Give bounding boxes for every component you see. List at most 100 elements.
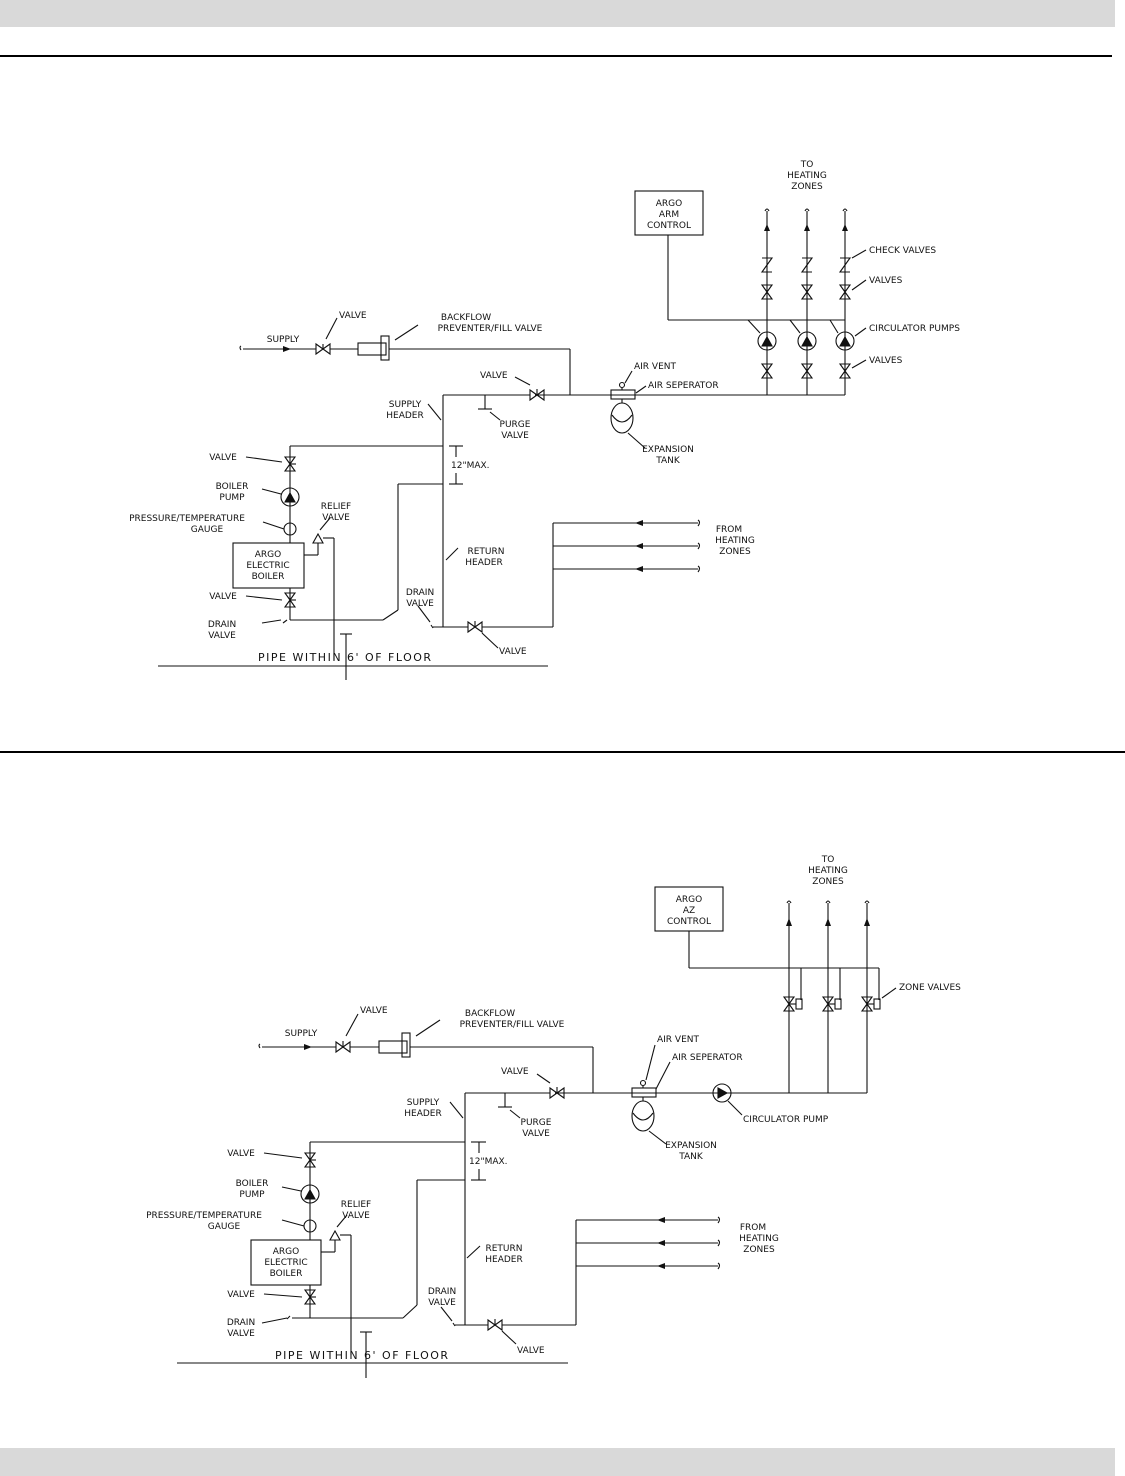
zone-riser-3 xyxy=(860,900,881,1093)
relief-valve-label-2: VALVE xyxy=(322,513,350,523)
header-band xyxy=(0,0,1115,27)
check-valve-icon xyxy=(800,257,814,273)
flow-arrow-icon xyxy=(825,918,831,926)
expansion-tank-label-2: TANK xyxy=(678,1152,704,1162)
gauge-label-1: PRESSURE/TEMPERATURE xyxy=(146,1211,262,1221)
boiler-label-2: ELECTRIC xyxy=(246,561,289,571)
to-zones-label-3: ZONES xyxy=(791,182,823,192)
purge-valve-label-2: VALVE xyxy=(522,1129,550,1139)
supply-valve-icon xyxy=(315,342,331,356)
circulator-pump-label: CIRCULATOR PUMP xyxy=(743,1115,829,1125)
gauge-label-2: GAUGE xyxy=(191,525,224,535)
supply-header-label-1: SUPPLY xyxy=(389,400,422,410)
arm-control-label-2: ARM xyxy=(659,210,679,220)
diagram-arm-control: ARGO ARM CONTROL TO HEATING ZONES xyxy=(129,160,960,680)
valve-icon xyxy=(838,363,852,379)
circulator-pump-icon xyxy=(835,331,855,351)
zone-valve-icon xyxy=(821,996,835,1012)
drain-right-label-2: VALVE xyxy=(406,599,434,609)
zone-valve-icon xyxy=(860,996,874,1012)
to-zones-label-3: ZONES xyxy=(812,877,844,887)
arm-control-label-1: ARGO xyxy=(656,199,682,209)
supply-label: SUPPLY xyxy=(267,335,300,345)
check-valve-icon xyxy=(838,257,852,273)
divider-middle xyxy=(0,751,1125,753)
return-valve-icon xyxy=(487,1318,503,1332)
boiler-valve-label: VALVE xyxy=(227,1149,255,1159)
zone-riser-2 xyxy=(797,208,817,395)
supply-valve-label: VALVE xyxy=(360,1006,388,1016)
boiler-supply-valve-icon xyxy=(283,456,297,472)
arm-control-box xyxy=(634,190,704,236)
zone-riser-3 xyxy=(835,208,855,395)
valve-icon xyxy=(800,284,814,300)
az-control-label-1: ARGO xyxy=(676,895,702,905)
main-valve-label: VALVE xyxy=(480,371,508,381)
gauge-label-2: GAUGE xyxy=(208,1222,241,1232)
zone-riser-1 xyxy=(757,208,777,395)
purge-valve-label-2: VALVE xyxy=(501,431,529,441)
supply-header-label-2: HEADER xyxy=(404,1109,441,1119)
boiler-bottom-valve-label: VALVE xyxy=(209,592,237,602)
zone-valves-label: ZONE VALVES xyxy=(899,983,961,993)
valves-upper-label: VALVES xyxy=(869,276,903,286)
boiler-pump-label-2: PUMP xyxy=(219,493,245,503)
to-zones-label-1: TO xyxy=(821,855,835,865)
supply-label: SUPPLY xyxy=(285,1029,318,1039)
from-zones-label-2: HEATING xyxy=(715,536,755,546)
to-zones-label-2: HEATING xyxy=(787,171,827,181)
max-spacing-label: 12"MAX. xyxy=(469,1157,508,1167)
electric-boiler-box xyxy=(232,542,305,589)
boiler-pump-label-1: BOILER xyxy=(236,1179,269,1189)
flow-arrow-icon xyxy=(804,224,810,231)
valves-lower-label: VALVES xyxy=(869,356,903,366)
boiler-return-valve-icon xyxy=(303,1289,317,1305)
backflow-label-1: BACKFLOW xyxy=(465,1009,515,1019)
supply-header-label-1: SUPPLY xyxy=(407,1098,440,1108)
flow-arrow-icon xyxy=(786,918,792,926)
air-vent-label: AIR VENT xyxy=(657,1035,700,1045)
main-valve-label: VALVE xyxy=(501,1067,529,1077)
zone-riser-2 xyxy=(821,900,842,1093)
from-zones-label-3: ZONES xyxy=(743,1245,775,1255)
valve-icon xyxy=(838,284,852,300)
backflow-label-2: PREVENTER/FILL VALVE xyxy=(460,1020,565,1030)
valve-icon xyxy=(800,363,814,379)
air-vent-icon xyxy=(639,1079,647,1087)
from-zones-label-1: FROM xyxy=(716,525,742,535)
relief-valve-icon xyxy=(312,532,324,544)
circulator-pump-icon xyxy=(797,331,817,351)
flow-arrow-icon xyxy=(864,918,870,926)
boiler-label-3: BOILER xyxy=(252,572,285,582)
boiler-pump-icon xyxy=(300,1184,320,1204)
check-valve-icon xyxy=(760,257,774,273)
az-control-label-2: AZ xyxy=(683,906,695,916)
gauge-label-1: PRESSURE/TEMPERATURE xyxy=(129,514,245,524)
drain-left-label-1: DRAIN xyxy=(227,1318,255,1328)
valve-icon xyxy=(760,284,774,300)
air-separator-icon xyxy=(610,389,636,400)
drain-right-label-2: VALVE xyxy=(428,1298,456,1308)
return-valve-label: VALVE xyxy=(517,1346,545,1356)
expansion-tank-label-1: EXPANSION xyxy=(642,445,694,455)
backflow-label-2: PREVENTER/FILL VALVE xyxy=(438,324,543,334)
boiler-label-2: ELECTRIC xyxy=(264,1258,307,1268)
air-vent-label: AIR VENT xyxy=(634,362,677,372)
boiler-label-3: BOILER xyxy=(270,1269,303,1279)
backflow-preventer-icon xyxy=(357,342,387,356)
zone-valve-icon xyxy=(782,996,796,1012)
relief-valve-label-2: VALVE xyxy=(342,1211,370,1221)
from-zones-label-3: ZONES xyxy=(719,547,751,557)
air-separator-label: AIR SEPERATOR xyxy=(672,1053,743,1063)
to-zones-label-1: TO xyxy=(800,160,814,170)
air-vent-icon xyxy=(618,381,626,389)
relief-valve-icon xyxy=(329,1229,341,1241)
az-control-label-3: CONTROL xyxy=(667,917,711,927)
expansion-tank-icon xyxy=(610,402,634,434)
expansion-tank-label-1: EXPANSION xyxy=(665,1141,717,1151)
backflow-label-1: BACKFLOW xyxy=(441,313,491,323)
supply-header-label-2: HEADER xyxy=(386,411,423,421)
drain-right-label-1: DRAIN xyxy=(428,1287,456,1297)
return-header-label-1: RETURN xyxy=(467,547,504,557)
